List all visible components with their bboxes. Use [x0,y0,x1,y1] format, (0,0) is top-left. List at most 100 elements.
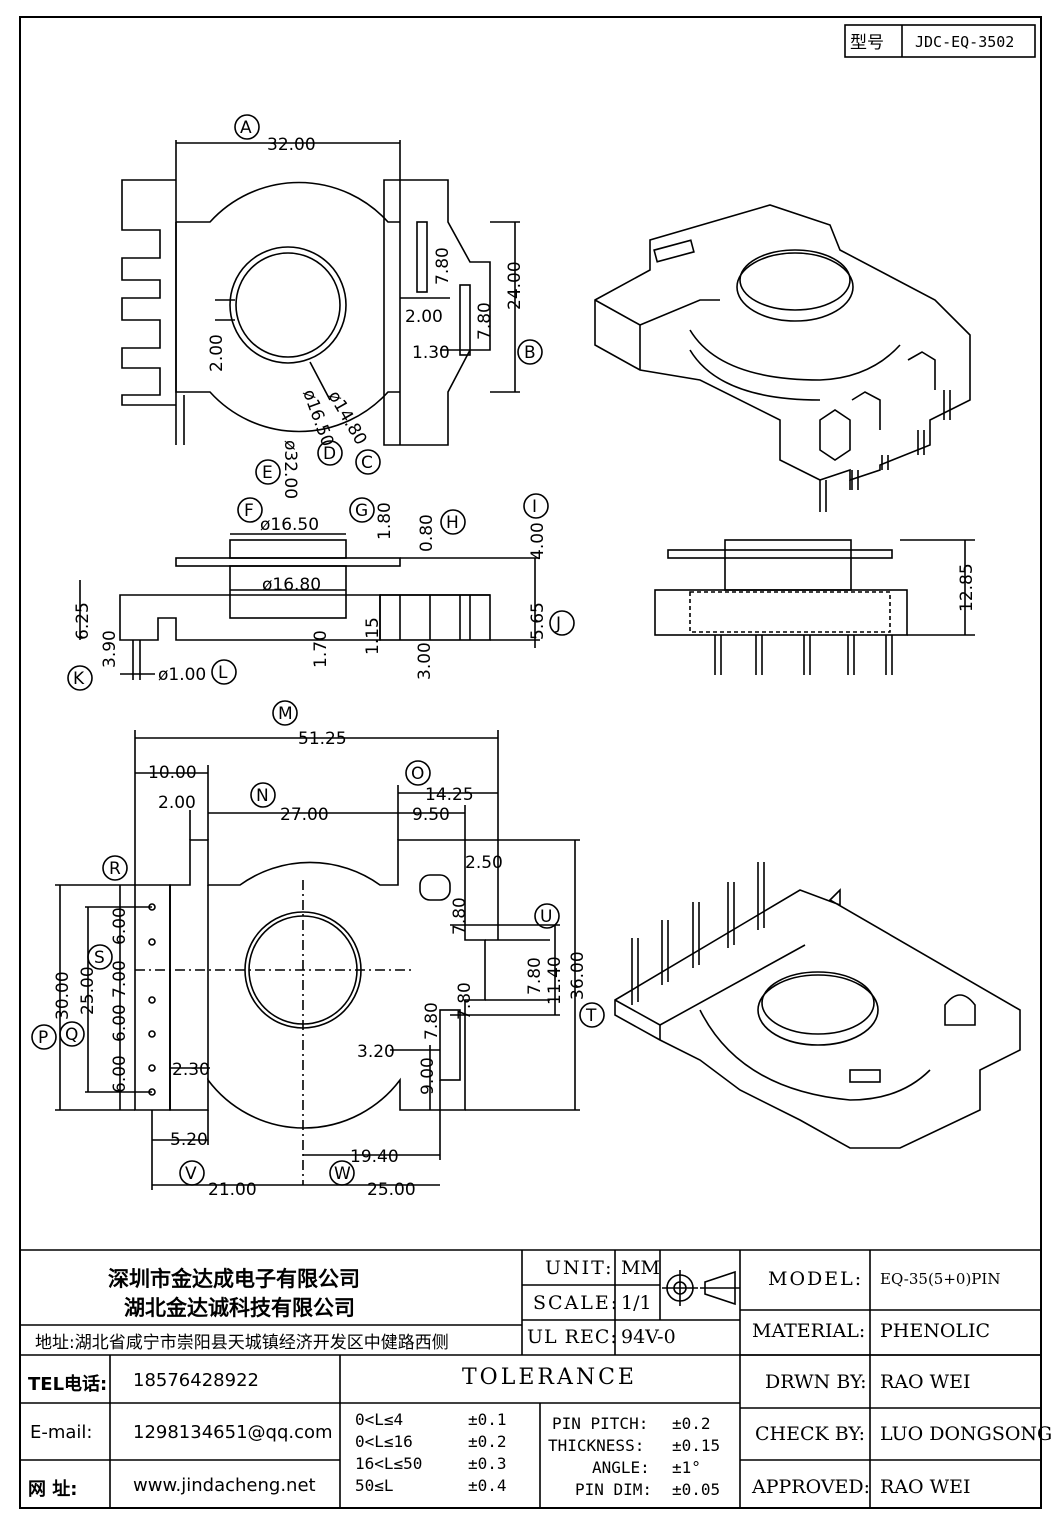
dim-top-1-30: 1.30 [412,343,450,363]
scale-value: 1/1 [621,1292,652,1314]
marker-C: C [361,453,373,473]
iso-view-top [594,204,971,512]
tol-name-pin-pitch: PIN PITCH: [552,1414,649,1433]
dim-top-7-80b: 7.80 [475,302,495,340]
dim-side-4-00: 4.00 [528,522,548,560]
dim-bottom-7-80b: 7.80 [525,957,545,995]
dim-bottom-14-25: 14.25 [425,785,474,805]
tol-val-angle: ±1° [672,1458,701,1477]
web-label: 网 址: [28,1479,78,1500]
dim-bottom-6-00b: 6.00 [110,1004,130,1042]
ulrec-value: 94V-0 [621,1326,676,1348]
dim-bottom-51-25: 51.25 [298,729,347,749]
dim-side-phi1-00: ø1.00 [158,665,206,685]
marker-K: K [73,669,85,689]
dim-bottom-7-80a: 7.80 [450,897,470,935]
marker-P: P [38,1028,48,1048]
dim-side-3-00: 3.00 [415,642,435,680]
marker-S: S [94,948,105,968]
dim-bottom-3-20: 3.20 [357,1042,395,1062]
side-view: ø16.50 1.80 0.80 4.00 ø16.80 6.25 3.90 ø… [67,493,575,691]
dim-top-2-00a: 2.00 [405,307,443,327]
marker-A: A [240,118,252,138]
dim-bottom-27-00: 27.00 [280,805,329,825]
marker-J: J [555,614,561,634]
drawing-border [19,16,1042,1509]
ulrec-label: UL REC: [527,1326,618,1348]
dim-bottom-7-80c: 7.80 [455,982,475,1020]
marker-Q: Q [65,1025,78,1045]
material-value: PHENOLIC [880,1320,991,1342]
dim-side-1-15: 1.15 [363,617,383,655]
web-value: www.jindacheng.net [133,1475,316,1496]
check-value: LUO DONGSONG [880,1423,1053,1445]
tol-val-pin-dim: ±0.05 [672,1480,721,1499]
email-label: E-mail: [30,1422,93,1443]
approved-label: APPROVED: [752,1476,871,1498]
marker-O: O [411,764,424,784]
scale-label: SCALE: [533,1292,620,1314]
dim-bottom-9-50: 9.50 [412,805,450,825]
dim-bottom-2-50: 2.50 [465,853,503,873]
dim-bottom-11-40: 11.40 [545,956,565,1005]
dim-side-1-80: 1.80 [375,502,395,540]
drwn-label: DRWN BY: [765,1371,867,1393]
dim-bottom-6-00c: 6.00 [110,1055,130,1093]
check-label: CHECK BY: [755,1423,865,1445]
tol-name-pin-dim: PIN DIM: [575,1480,653,1499]
tol-range-4: 50≤L [355,1476,394,1495]
top-view: 32.00 24.00 7.80 2.00 7.80 1.30 2.00 ø16… [121,114,543,499]
company-address: 地址:湖北省咸宁市崇阳县天城镇经济开发区中健路西侧 [35,1333,449,1353]
dim-side-phi16-80: ø16.80 [262,575,321,595]
dim-bottom-6-00a: 6.00 [110,907,130,945]
unit-label: UNIT: [545,1257,614,1279]
iso-view-bottom [614,862,1021,1149]
marker-B: B [524,343,536,363]
company-name-2: 湖北金达诚科技有限公司 [124,1296,355,1320]
model-box-value: JDC-EQ-3502 [915,33,1014,51]
projection-symbol-icon [662,1270,740,1306]
dim-front-12-85: 12.85 [957,563,977,612]
marker-L: L [218,663,228,683]
company-name-1: 深圳市金达成电子有限公司 [108,1267,360,1291]
dim-bottom-10-00: 10.00 [148,763,197,783]
dim-top-7-80a: 7.80 [433,247,453,285]
dim-bottom-7-80d: 7.80 [422,1002,442,1040]
dim-top-32: 32.00 [267,135,316,155]
marker-E: E [262,463,273,483]
dim-bottom-5-20: 5.20 [170,1130,208,1150]
marker-H: H [446,513,459,533]
marker-R: R [109,859,121,879]
email-value: 1298134651@qq.com [133,1422,333,1443]
tol-name-angle: ANGLE: [592,1458,650,1477]
dim-top-phi32-00: ø32.00 [280,440,300,499]
tol-value-1: ±0.1 [468,1410,507,1429]
dim-side-0-80: 0.80 [417,514,437,552]
dim-bottom-19-40: 19.40 [350,1147,399,1167]
tol-range-3: 16<L≤50 [355,1454,423,1473]
tel-label: TEL电话: [28,1374,108,1395]
tol-range-2: 0<L≤16 [355,1432,413,1451]
marker-N: N [256,786,269,806]
dim-bottom-36-00: 36.00 [568,951,588,1000]
dim-side-6-25: 6.25 [73,602,93,640]
tol-val-pin-pitch: ±0.2 [672,1414,711,1433]
model-box [844,24,1036,58]
dim-top-24: 24.00 [505,261,525,310]
dim-side-phi16-50: ø16.50 [260,515,319,535]
model-box-label: 型号 [850,33,884,53]
tolerance-title: TOLERANCE [462,1365,637,1390]
tol-range-1: 0<L≤4 [355,1410,404,1429]
material-label: MATERIAL: [752,1320,866,1342]
dim-side-5-65: 5.65 [528,602,548,640]
drwn-value: RAO WEI [880,1371,971,1393]
dim-side-3-90: 3.90 [100,630,120,668]
tol-name-thickness: THICKNESS: [548,1436,645,1455]
dim-bottom-25-00b: 25.00 [367,1180,416,1200]
marker-V: V [185,1164,197,1184]
marker-G: G [355,501,368,521]
dim-bottom-30-00: 30.00 [53,971,73,1020]
tol-value-4: ±0.4 [468,1476,507,1495]
tol-val-thickness: ±0.15 [672,1436,721,1455]
